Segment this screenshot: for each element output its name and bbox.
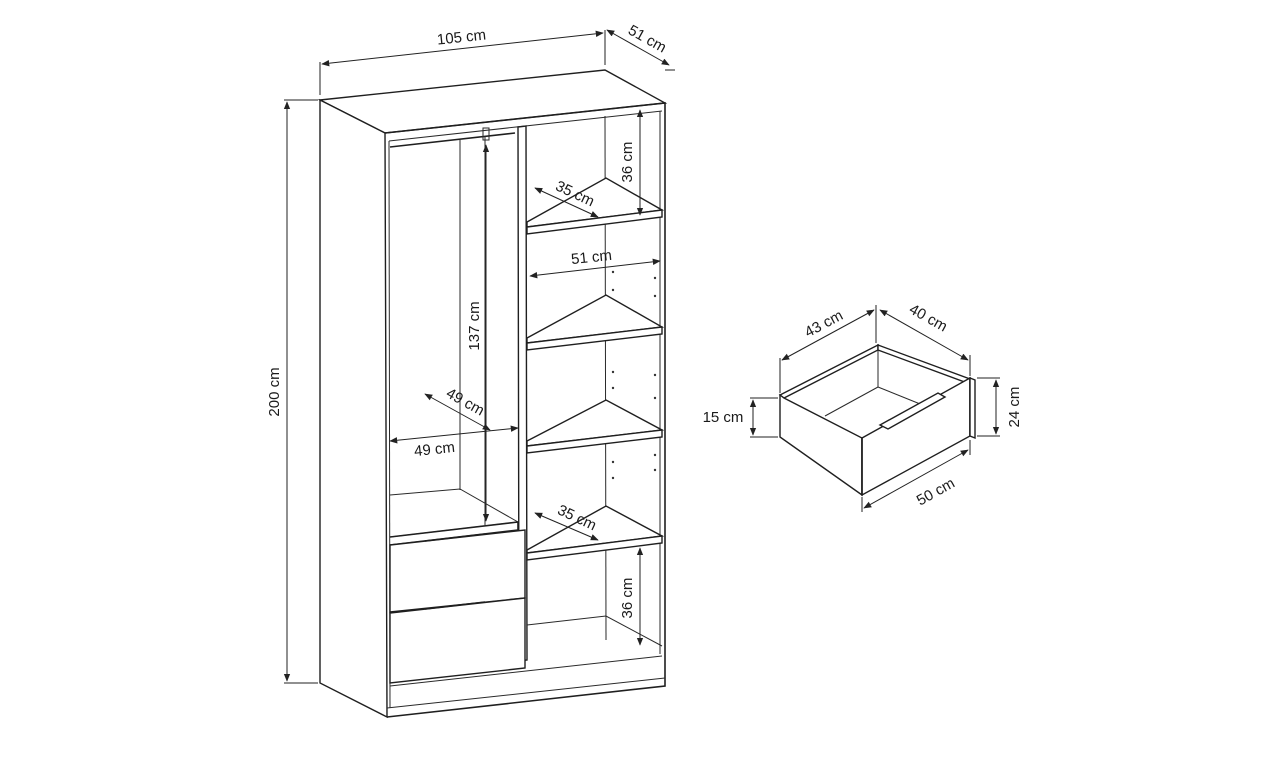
label-15cm: 15 cm (703, 409, 744, 426)
dim-hanging-depth: 49 cm (424, 385, 491, 431)
dim-wardrobe-width: 105 cm (319, 26, 606, 95)
dim-wardrobe-height: 200 cm (266, 99, 318, 684)
dim-bottom-gap: 36 cm (619, 547, 644, 646)
dim-drawer-front-height: 24 cm (977, 377, 1023, 437)
dim-drawer-side-height: 15 cm (703, 397, 778, 438)
label-40cm: 40 cm (906, 301, 950, 336)
label-36cm-bottom: 36 cm (619, 578, 636, 619)
hanging-rail (389, 132, 516, 148)
label-51cm-shelf: 51 cm (570, 247, 612, 268)
wardrobe-top-panel (317, 69, 668, 134)
shelf-3 (526, 399, 665, 454)
drawer-lower-handle (424, 601, 486, 610)
wardrobe (317, 69, 668, 719)
label-49cm-depth: 49 cm (443, 385, 487, 420)
dim-hanging-width: 49 cm (389, 425, 519, 460)
shelf-1 (526, 177, 665, 235)
shelf-4 (526, 505, 665, 561)
shelf-pin-holes (611, 260, 657, 480)
drawer-front-panel (861, 376, 971, 497)
label-50cm: 50 cm (914, 475, 958, 510)
label-51cm-depth: 51 cm (625, 22, 669, 57)
dim-drawer-depth: 43 cm (779, 305, 877, 393)
drawer-upper-handle (424, 533, 486, 542)
wardrobe-left-side (319, 98, 388, 719)
label-137cm: 137 cm (466, 301, 483, 350)
label-200cm: 200 cm (266, 367, 283, 416)
center-divider (517, 125, 528, 662)
drawer-lower-front (389, 597, 526, 684)
dim-rail-height: 137 cm (466, 144, 490, 522)
dim-top-gap: 36 cm (619, 109, 644, 216)
drawer-left-side (779, 393, 863, 497)
drawer-handle (878, 392, 947, 430)
rail-bracket (482, 127, 490, 141)
label-105cm: 105 cm (436, 26, 487, 48)
label-36cm-top: 36 cm (619, 142, 636, 183)
dim-shelf-width: 51 cm (529, 247, 661, 279)
label-43cm: 43 cm (802, 307, 846, 341)
dim-wardrobe-depth: 51 cm (606, 22, 675, 71)
label-49cm-width: 49 cm (413, 439, 455, 460)
shelf-2 (526, 294, 665, 351)
label-24cm: 24 cm (1006, 387, 1023, 428)
drawer-illustration (778, 343, 976, 497)
